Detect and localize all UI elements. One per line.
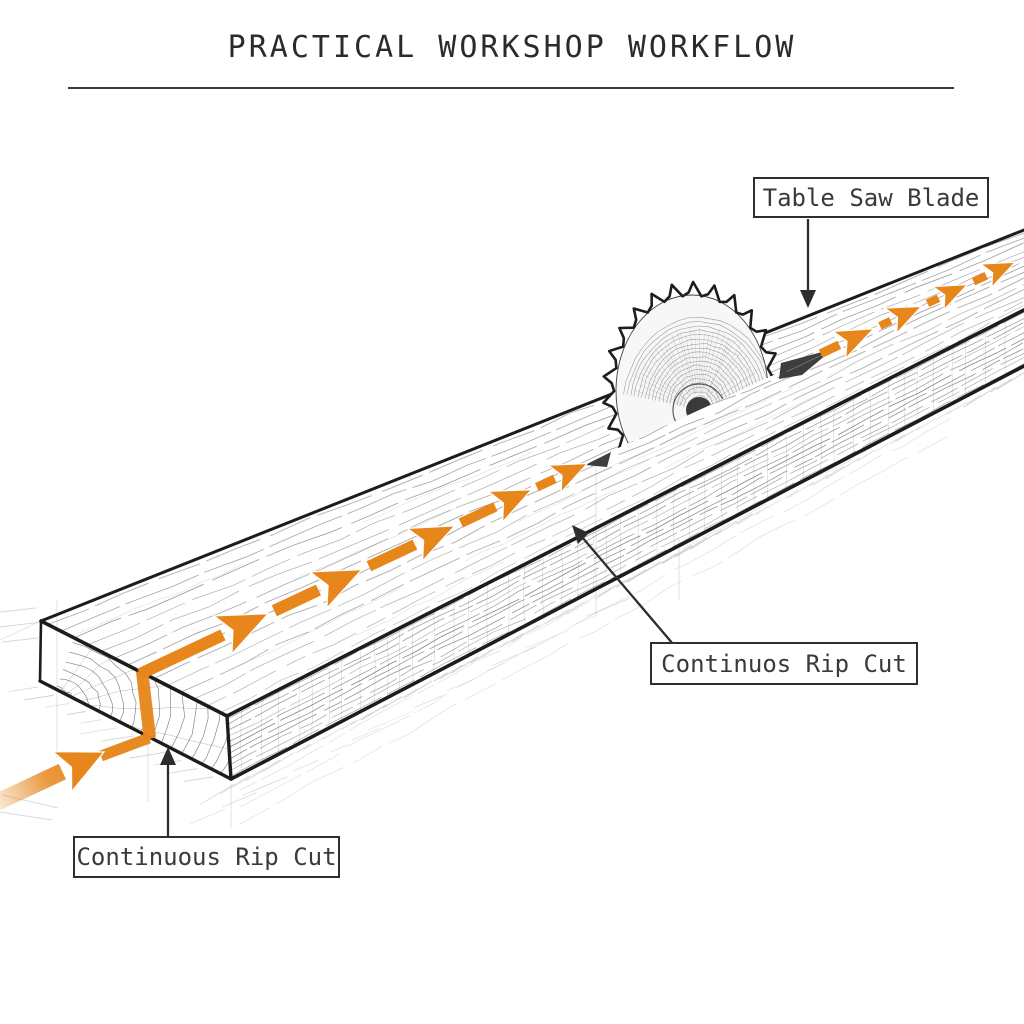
title-underline <box>68 87 954 89</box>
page-title: PRACTICAL WORKSHOP WORKFLOW <box>227 30 797 65</box>
label-continuous-rip-cut: Continuous Rip Cut <box>73 836 340 878</box>
label-continuos-rip-cut: Continuos Rip Cut <box>650 642 918 685</box>
label-table-saw-blade: Table Saw Blade <box>753 177 989 218</box>
